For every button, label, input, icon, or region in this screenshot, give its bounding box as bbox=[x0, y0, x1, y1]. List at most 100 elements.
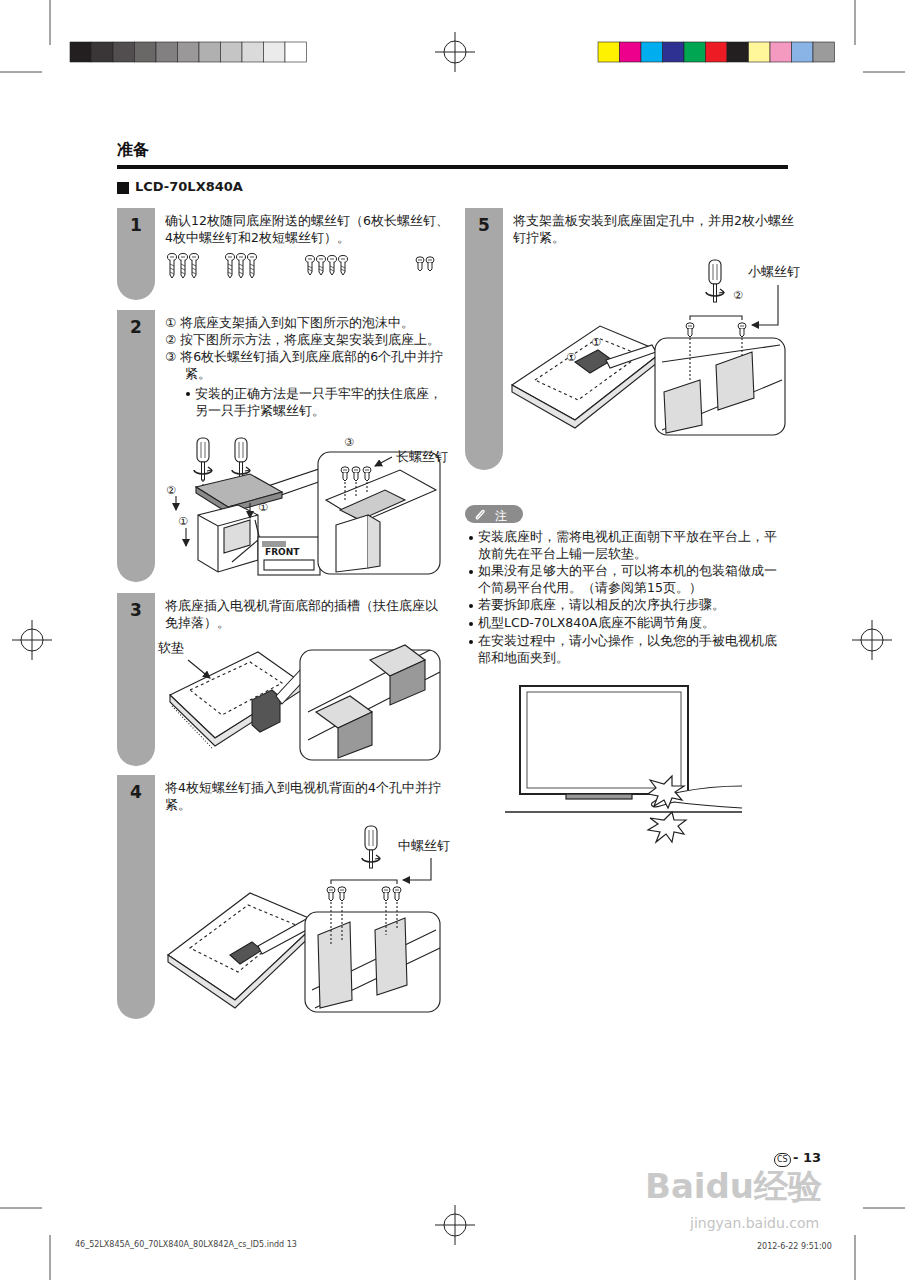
illustration-shape bbox=[368, 515, 380, 568]
illustration-shape bbox=[336, 515, 368, 572]
step-box: 3将底座插入电视机背面底部的插槽（扶住底座以免掉落）。 bbox=[117, 593, 450, 766]
illustration-shape bbox=[689, 338, 690, 382]
illustration-shape bbox=[285, 42, 307, 62]
step-instruction: 将底座插入电视机背面底部的插槽（扶住底座以免掉落）。 bbox=[165, 597, 450, 631]
illustration-shape bbox=[194, 438, 212, 480]
illustration-shape bbox=[232, 438, 250, 480]
illustration-shape bbox=[156, 42, 178, 62]
heading-rule bbox=[117, 165, 788, 169]
illustration-shape bbox=[362, 826, 380, 868]
illustration-shape bbox=[135, 42, 157, 62]
illustration-shape bbox=[741, 338, 742, 358]
illustration-shape bbox=[435, 32, 475, 72]
step-instruction: ② 按下图所示方法，将底座支架安装到底座上。 bbox=[165, 331, 450, 348]
illustration-shape bbox=[792, 42, 814, 62]
tv-screw-figure bbox=[168, 826, 440, 1012]
step-box: 4 将4枚短螺丝钉插入到电视机背面的4个孔中并拧紧。 bbox=[117, 775, 450, 1019]
step-bar bbox=[117, 310, 155, 582]
step-bar bbox=[465, 208, 503, 470]
illustration-shape bbox=[341, 467, 349, 481]
step-instruction: 将支架盖板安装到底座固定孔中，并用2枚小螺丝钉拧紧。 bbox=[513, 212, 795, 246]
illustration-shape bbox=[606, 345, 656, 368]
illustration-shape bbox=[338, 712, 372, 758]
illustration-shape bbox=[344, 482, 345, 500]
illustration-shape bbox=[598, 42, 620, 62]
step-instruction: 将4枚短螺丝钉插入到电视机背面的4个孔中并拧紧。 bbox=[165, 779, 450, 813]
illustration-shape bbox=[852, 620, 892, 660]
illustration-shape bbox=[641, 42, 663, 62]
illustration-shape bbox=[50, 1235, 51, 1280]
illustration-shape bbox=[382, 887, 390, 901]
note-item: 若要拆卸底座，请以相反的次序执行步骤。 bbox=[478, 597, 786, 614]
illustration-shape bbox=[318, 922, 352, 1008]
illustration-shape bbox=[390, 660, 425, 705]
step-number: 2 bbox=[117, 316, 155, 339]
illustration-shape bbox=[0, 72, 42, 73]
step-number: 4 bbox=[117, 781, 155, 804]
illustration-shape bbox=[366, 482, 367, 492]
illustration-shape bbox=[175, 496, 176, 510]
callout-number: ① bbox=[591, 336, 601, 349]
illustration-shape bbox=[863, 72, 905, 73]
step-instruction: ③ 将6枚长螺丝钉插入到底座底部的6个孔中并拧紧。 bbox=[165, 348, 450, 382]
step-text-column: 将支架盖板安装到底座固定孔中，并用2枚小螺丝钉拧紧。 bbox=[513, 212, 795, 246]
illustration-shape bbox=[199, 42, 221, 62]
illustration-shape bbox=[655, 338, 785, 435]
step-instruction: ① 将底座支架插入到如下图所示的泡沫中。 bbox=[165, 314, 450, 331]
model-heading: LCD-70LX840A bbox=[135, 179, 243, 195]
illustration-shape bbox=[190, 254, 199, 279]
note-tag: 注 bbox=[465, 505, 523, 523]
bullet-dot bbox=[469, 570, 473, 574]
illustration-shape bbox=[327, 887, 335, 901]
illustration-shape bbox=[330, 902, 331, 945]
tv-insert-figure bbox=[170, 645, 440, 760]
grayscale-bar bbox=[70, 42, 307, 62]
illustration-shape bbox=[752, 285, 778, 325]
registration-marks bbox=[12, 32, 892, 1245]
illustration-shape bbox=[403, 858, 431, 880]
illustration-shape bbox=[426, 257, 434, 271]
illustration-shape bbox=[375, 918, 407, 995]
bullet-dot bbox=[469, 536, 473, 540]
illustration-shape bbox=[527, 692, 681, 788]
illustration-shape bbox=[535, 338, 640, 400]
illustration-shape bbox=[300, 650, 440, 760]
illustration-shape bbox=[706, 260, 724, 302]
illustration-shape bbox=[226, 254, 235, 279]
step-number: 1 bbox=[117, 214, 155, 237]
illustration-shape bbox=[393, 887, 401, 901]
illustration-shape bbox=[716, 352, 754, 410]
illustration-shape bbox=[264, 560, 314, 570]
illustration-shape bbox=[855, 1235, 856, 1280]
step-bar bbox=[117, 775, 155, 1019]
illustration-shape bbox=[230, 942, 262, 964]
illustration-shape bbox=[363, 467, 371, 481]
bullet-dot bbox=[186, 392, 190, 396]
step-text-column: 确认12枚随同底座附送的螺丝钉（6枚长螺丝钉、4枚中螺丝钉和2枚短螺丝钉）。 bbox=[165, 212, 450, 246]
illustration-shape bbox=[168, 254, 177, 279]
illustration-shape bbox=[12, 620, 52, 660]
note-item: 如果没有足够大的平台，可以将本机的包装箱做成一个简易平台代用。（请参阅第15页。… bbox=[478, 563, 786, 596]
illustration-shape bbox=[178, 42, 200, 62]
illustration-shape bbox=[435, 1205, 475, 1245]
illustration-shape bbox=[690, 316, 742, 320]
illustration-shape bbox=[385, 902, 386, 935]
part-name: 软垫 bbox=[158, 640, 184, 655]
model-square bbox=[117, 182, 129, 194]
illustration-shape bbox=[520, 686, 688, 794]
illustration-shape bbox=[262, 541, 286, 547]
language-mark: CS bbox=[774, 1153, 791, 1167]
clip-icon-path bbox=[476, 510, 484, 518]
step-number: 5 bbox=[465, 214, 503, 237]
illustration-shape bbox=[179, 254, 188, 279]
callout-number: ① bbox=[178, 515, 188, 528]
step-box: 2 ① 将底座支架插入到如下图所示的泡沫中。② 按下图所示方法，将底座支架安装到底… bbox=[117, 310, 450, 582]
step-box: 5 将支架盖板安装到底座固定孔中，并用2枚小螺丝钉拧紧。 bbox=[465, 208, 795, 470]
step-text-column: 将底座插入电视机背面底部的插槽（扶住底座以免掉落）。 bbox=[165, 597, 450, 631]
part-name: 长螺丝钉 bbox=[396, 449, 448, 464]
section-title: 准备 bbox=[117, 140, 149, 159]
illustration-shape bbox=[172, 706, 212, 748]
illustration-shape bbox=[339, 256, 348, 276]
watermark: Baidu经验 bbox=[645, 1166, 822, 1207]
